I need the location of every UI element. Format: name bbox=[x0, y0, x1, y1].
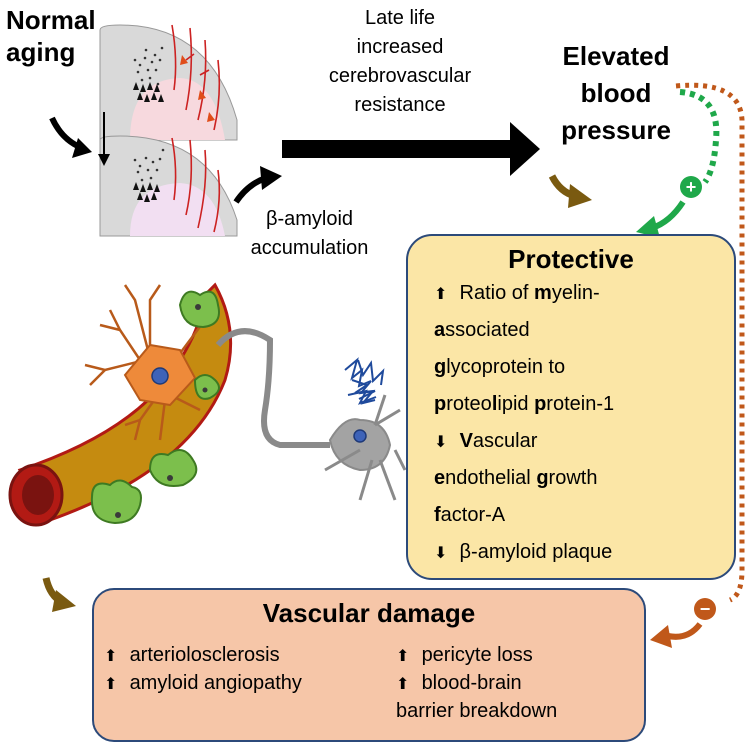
late-life-line3: cerebrovascular bbox=[328, 65, 472, 87]
vascular-item-text: blood-brain bbox=[421, 672, 522, 694]
protective-box: Protective ⬆ Ratio of myelin-associated g… bbox=[406, 234, 736, 580]
brain-panel-top bbox=[99, 24, 238, 141]
vascular-item-left-2: ⬆ amyloid angiopathy bbox=[104, 670, 302, 698]
up-arrow-icon: ⬆ bbox=[434, 286, 448, 303]
vascular-item-text: arteriolosclerosis bbox=[129, 644, 280, 666]
protective-line-5: ⬇ Vascular bbox=[434, 428, 537, 456]
brain-panel-bottom bbox=[99, 135, 238, 237]
protective-line-8: ⬇ β-amyloid plaque bbox=[434, 539, 612, 567]
up-arrow-icon: ⬆ bbox=[396, 676, 410, 693]
protective-text-run: m bbox=[534, 282, 552, 304]
brown-arrow-icon bbox=[568, 184, 592, 208]
protective-text-run: ndothelial bbox=[445, 467, 537, 489]
protective-text-run: yelin- bbox=[551, 282, 600, 304]
plus-sign: + bbox=[685, 177, 697, 197]
vascular-damage-box: Vascular damage ⬆ arteriolosclerosis ⬆ a… bbox=[92, 588, 646, 742]
big-right-arrow-icon bbox=[282, 140, 514, 158]
up-arrow-icon: ⬆ bbox=[104, 648, 118, 665]
late-life-line4: resistance bbox=[354, 94, 446, 116]
normal-aging-line1: Normal bbox=[6, 5, 96, 35]
vascular-item-text: amyloid angiopathy bbox=[129, 672, 302, 694]
protective-text-run: l bbox=[491, 393, 498, 415]
minus-badge bbox=[694, 598, 716, 620]
up-arrow-icon: ⬆ bbox=[396, 648, 410, 665]
normal-aging-label: Normal aging bbox=[6, 4, 96, 68]
amyloid-line1: β-amyloid bbox=[265, 208, 354, 230]
protective-line-7: factor-A bbox=[434, 502, 505, 528]
down-arrow-icon: ⬇ bbox=[434, 434, 448, 451]
protective-text-run: V bbox=[459, 430, 473, 452]
protective-text-run: e bbox=[434, 467, 446, 489]
protective-text-run: g bbox=[536, 467, 549, 489]
protective-line-1: ⬆ Ratio of myelin- bbox=[434, 280, 600, 308]
protective-line-2: associated bbox=[434, 317, 530, 343]
vascular-item-right-continuation: barrier breakdown bbox=[396, 700, 558, 722]
protective-line-6: endothelial growth bbox=[434, 465, 597, 491]
vascular-damage-title: Vascular damage bbox=[262, 598, 476, 628]
elevated-bp-line1: Elevated bbox=[562, 41, 670, 71]
normal-aging-line2: aging bbox=[6, 37, 76, 67]
protective-text-run: g bbox=[434, 356, 447, 378]
protective-text-run: ascular bbox=[472, 430, 538, 452]
vascular-item-left-1: ⬆ arteriolosclerosis bbox=[104, 642, 280, 670]
elevated-bp-line2: blood bbox=[580, 78, 652, 108]
down-arrow-icon: ⬇ bbox=[434, 545, 448, 562]
protective-text-run: roteo bbox=[446, 393, 492, 415]
vascular-item-text: pericyte loss bbox=[421, 644, 533, 666]
protective-title: Protective bbox=[508, 244, 634, 274]
protective-text-run: β-amyloid plaque bbox=[454, 541, 613, 563]
green-dotted-path bbox=[679, 89, 720, 184]
protective-text-run: rotein-1 bbox=[546, 393, 615, 415]
neuron bbox=[215, 328, 330, 448]
protective-text-run: p bbox=[534, 393, 547, 415]
elevated-bp-label: Elevated blood pressure bbox=[522, 38, 710, 149]
protective-text-run: lycoprotein to bbox=[446, 356, 566, 378]
orange-dotted-path bbox=[675, 82, 745, 603]
late-life-label: Late life increased cerebrovascular resi… bbox=[295, 4, 505, 120]
vascular-item-right-1: ⬆ pericyte loss bbox=[396, 642, 533, 670]
up-arrow-icon: ⬆ bbox=[104, 676, 118, 693]
protective-text-run: f bbox=[434, 504, 441, 526]
pericytes bbox=[90, 290, 220, 525]
protective-text-run: a bbox=[434, 319, 446, 341]
amyloid-line2: accumulation bbox=[250, 237, 369, 259]
protective-text-run: ipid bbox=[497, 393, 535, 415]
protective-text-run: actor-A bbox=[440, 504, 506, 526]
amyloid-accumulation-label: β-amyloid accumulation bbox=[222, 205, 397, 263]
protective-line-4: proteolipid protein-1 bbox=[434, 391, 614, 417]
vascular-item-right-2: ⬆ blood-brain bbox=[396, 670, 522, 698]
plus-badge bbox=[680, 176, 702, 198]
late-life-line1: Late life bbox=[364, 7, 436, 29]
protective-text-run: p bbox=[434, 393, 447, 415]
protective-text-run: ssociated bbox=[445, 319, 530, 341]
elevated-bp-line3: pressure bbox=[561, 115, 671, 145]
protective-text-run: rowth bbox=[548, 467, 598, 489]
amyloid-plaque bbox=[344, 357, 385, 405]
late-life-line2: increased bbox=[356, 36, 444, 58]
minus-sign: − bbox=[699, 599, 711, 619]
protective-text-run: Ratio of bbox=[454, 282, 535, 304]
protective-line-3: glycoprotein to bbox=[434, 354, 565, 380]
